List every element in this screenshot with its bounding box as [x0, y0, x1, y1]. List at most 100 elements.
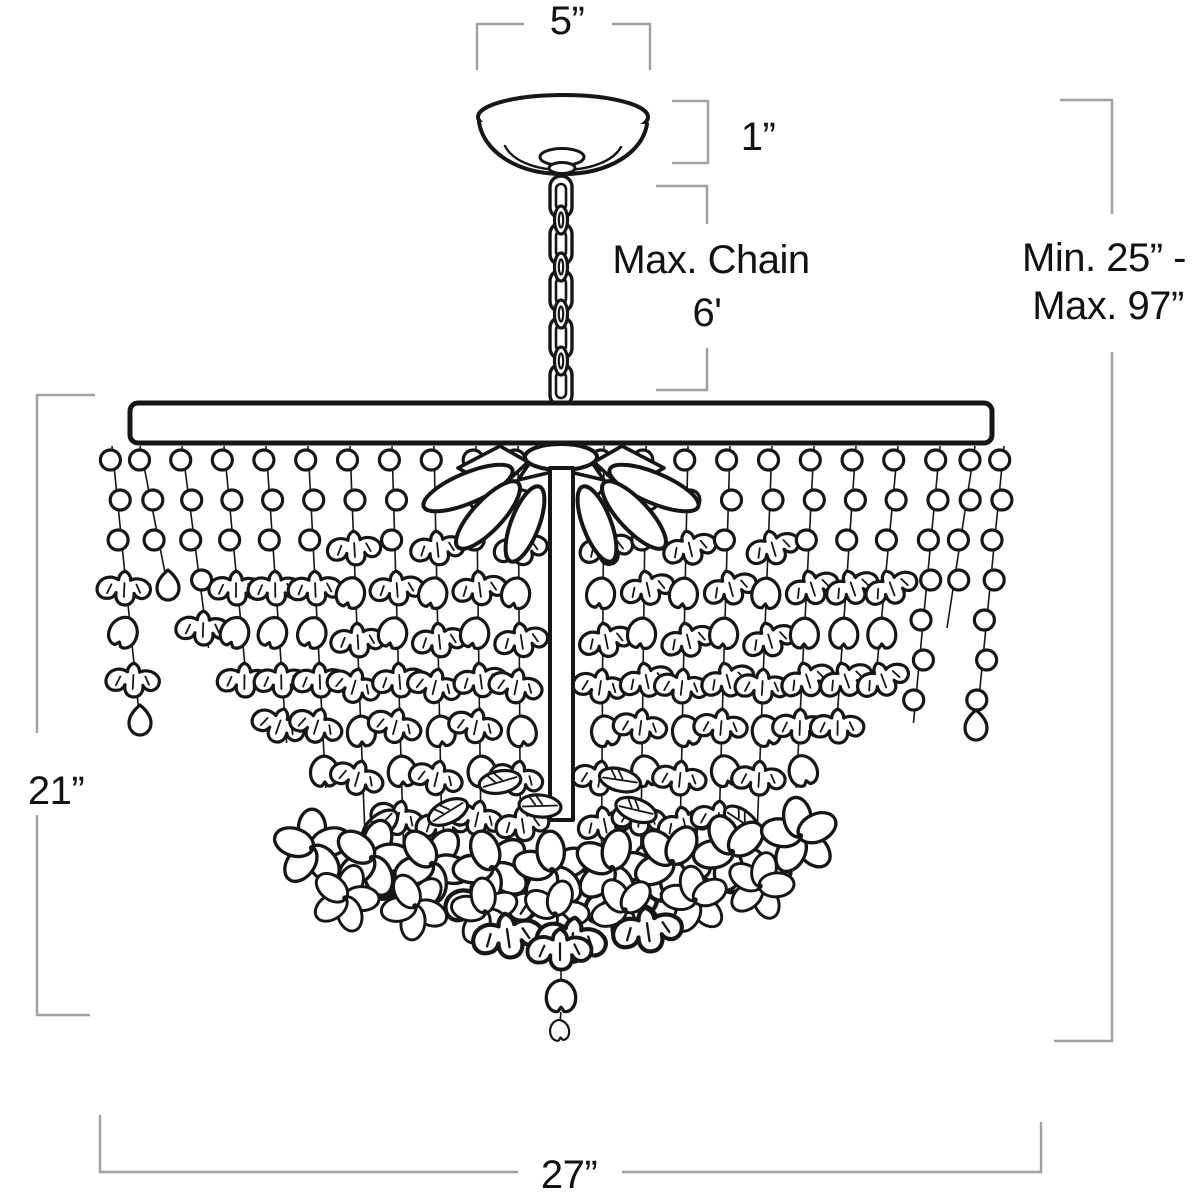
bead: [252, 448, 276, 472]
tulip: [253, 611, 293, 653]
fixture-band: [127, 400, 995, 446]
fanfl: [409, 618, 469, 662]
bead: [343, 488, 367, 512]
bead: [982, 568, 1006, 592]
canopy-width-bracket: [475, 22, 652, 70]
fanfl: [808, 707, 866, 745]
canopy-height-bracket: [672, 99, 710, 165]
dimension-annotations: 5” 1” Max. Chain 6' Min. 25” - Max. 97” …: [28, 0, 1187, 1192]
bead: [141, 488, 165, 512]
fanfl: [657, 523, 722, 573]
tulip: [788, 615, 821, 651]
bead: [974, 648, 999, 672]
bead: [712, 528, 737, 552]
fanfl: [404, 752, 468, 802]
tulip: [583, 574, 619, 612]
fanfl: [328, 619, 387, 661]
body-width-label: 27”: [541, 1153, 597, 1192]
bead: [840, 448, 864, 472]
tulip: [373, 612, 413, 653]
fanfl: [649, 756, 710, 800]
linkN: [552, 251, 570, 283]
bead-strand: [729, 445, 805, 831]
fanfl: [325, 751, 390, 803]
tulip: [783, 750, 823, 791]
bead: [127, 448, 152, 472]
drop: [963, 708, 989, 742]
bead: [377, 448, 401, 472]
canopy-width-label: 5”: [550, 0, 585, 43]
bead: [924, 448, 948, 472]
max-chain-bracket: [656, 184, 709, 392]
body-height-label: 21”: [28, 769, 84, 813]
linkN: [552, 204, 570, 236]
fanfl: [858, 560, 924, 615]
max-chain-label-line2: 6': [693, 291, 722, 335]
ceiling-canopy: [476, 93, 650, 176]
bead: [257, 528, 281, 552]
bead: [220, 488, 244, 512]
tulip: [547, 1017, 572, 1043]
bead-strand: [127, 445, 181, 602]
linkN: [552, 345, 570, 377]
drop: [155, 568, 181, 602]
chandelier-drawing: [94, 93, 1014, 1043]
bead: [169, 448, 193, 472]
tulip: [828, 616, 860, 650]
tulip: [292, 612, 332, 653]
fanfl: [616, 563, 679, 612]
fanfl: [324, 527, 384, 569]
tulip: [866, 616, 898, 650]
bead: [756, 448, 781, 472]
fanfl: [366, 567, 427, 609]
hanging-chain: [548, 174, 574, 408]
bead: [298, 528, 322, 552]
bead: [802, 488, 826, 512]
bead: [302, 488, 326, 512]
bead-strand: [770, 445, 845, 791]
bead: [911, 648, 936, 672]
bead: [909, 608, 933, 632]
bead-strand: [321, 445, 390, 831]
fanfl: [740, 521, 805, 573]
bead: [98, 448, 123, 472]
bead: [794, 528, 818, 552]
bead-strand: [902, 445, 950, 724]
fanfl: [103, 660, 162, 700]
strand-wire: [391, 445, 405, 859]
overall-height-label-line1: Min. 25” -: [1022, 236, 1186, 280]
bead: [335, 448, 360, 472]
bead: [180, 488, 204, 512]
bead: [990, 488, 1014, 512]
bead: [965, 688, 989, 712]
bead-strand: [363, 445, 430, 859]
bead-strand: [284, 445, 349, 789]
bead: [294, 448, 318, 472]
fanfl: [285, 568, 344, 608]
bead: [380, 528, 404, 552]
bead: [884, 488, 908, 512]
bead: [946, 528, 971, 552]
bead-strand: [963, 445, 1014, 742]
overall-height-label-line2: Max. 97”: [1032, 284, 1184, 328]
bead: [384, 488, 409, 512]
bead: [798, 448, 822, 472]
bead: [926, 488, 950, 512]
bead-strand: [649, 445, 722, 888]
tulip: [749, 575, 783, 611]
bead: [972, 608, 997, 632]
bead: [179, 528, 203, 552]
bead: [106, 528, 130, 552]
fanfl: [698, 562, 762, 613]
bead: [673, 448, 697, 472]
bead: [714, 448, 739, 472]
bead: [958, 488, 982, 512]
bead: [958, 448, 982, 472]
canopy-height-label: 1”: [741, 115, 776, 159]
bead-strand: [169, 445, 232, 649]
bead: [902, 688, 926, 712]
body-height-bracket: [35, 393, 95, 1017]
bead: [108, 488, 132, 512]
